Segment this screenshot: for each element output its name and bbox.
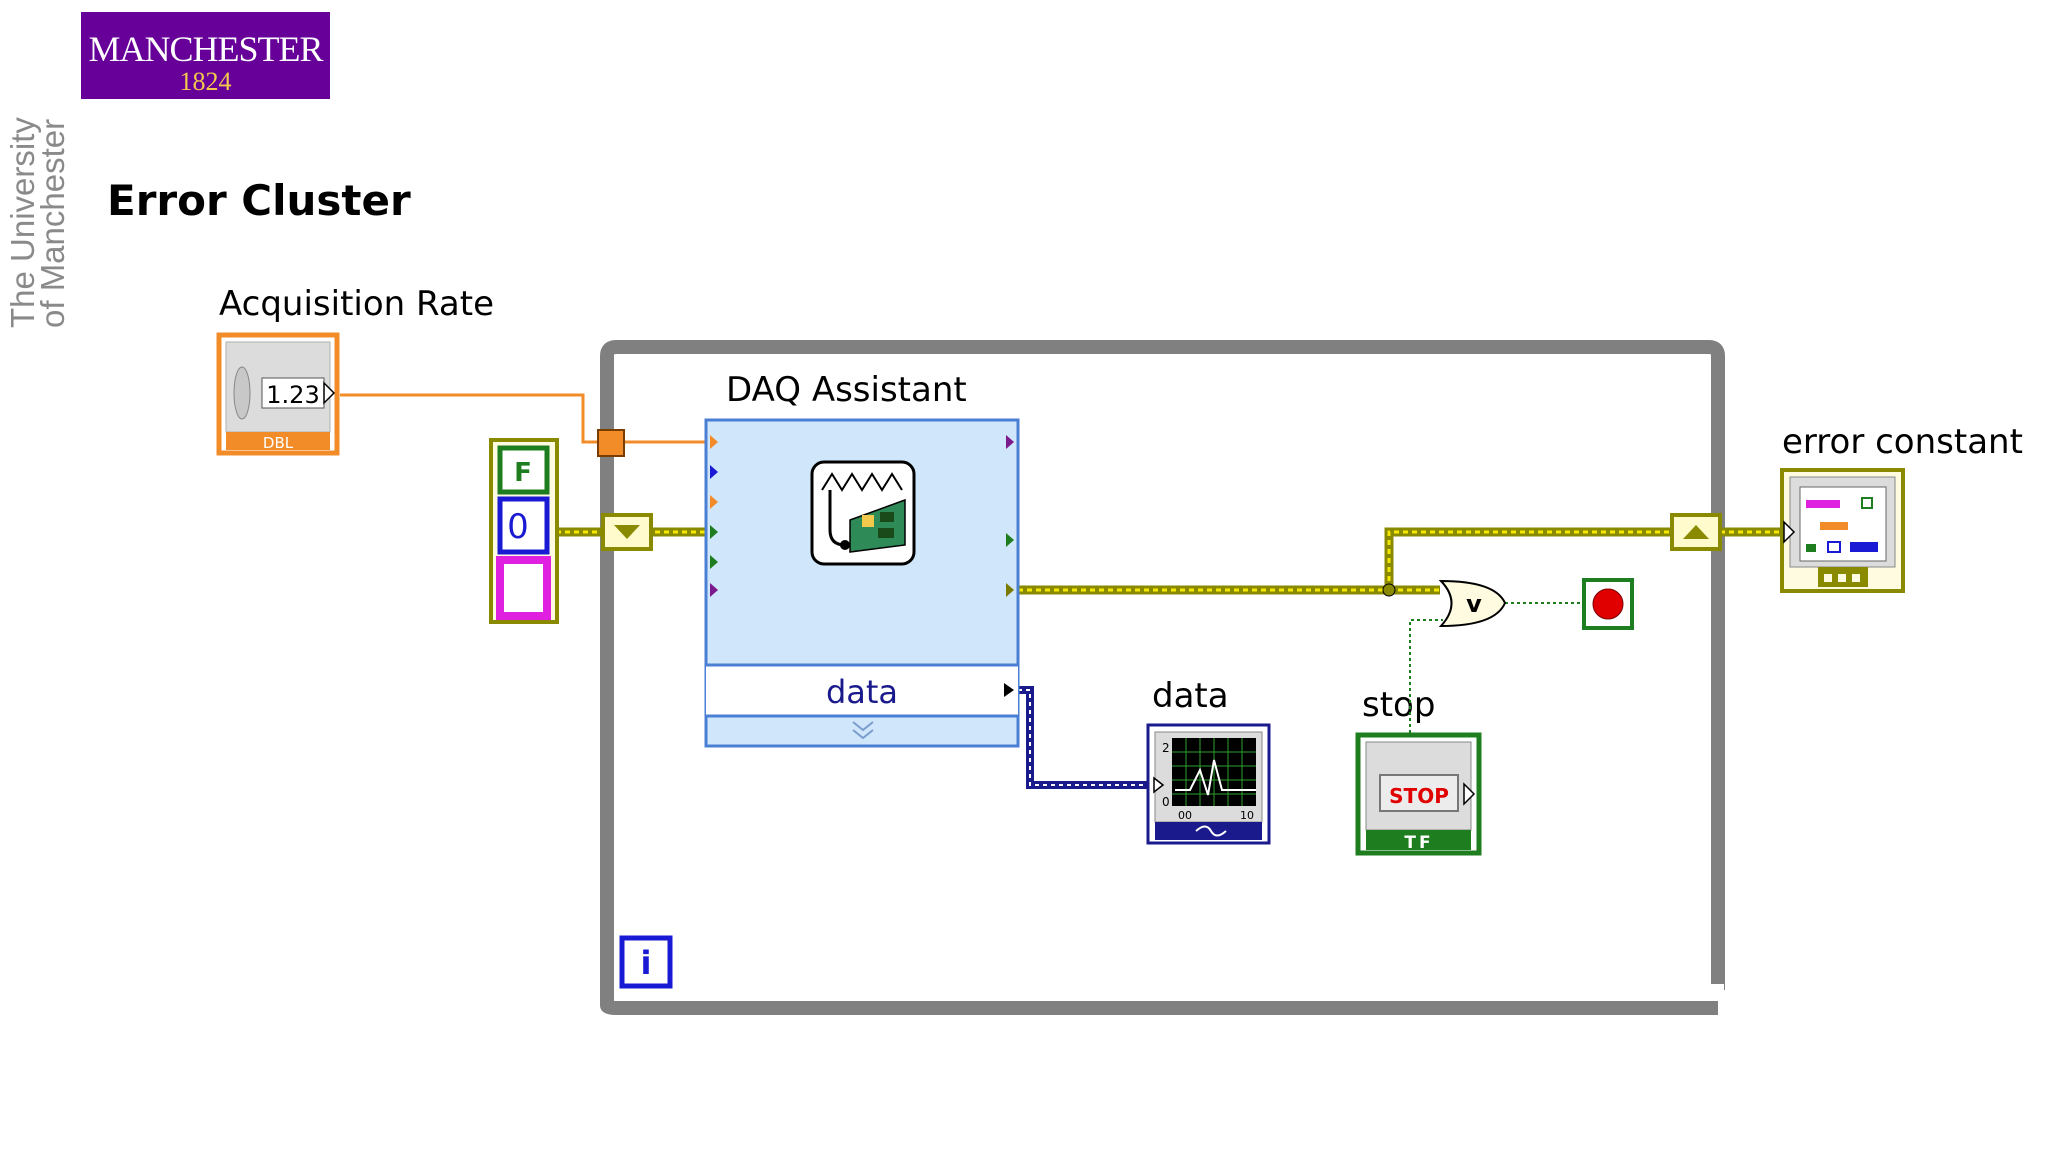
logo-year: 1824 — [179, 67, 232, 96]
error-constant-node[interactable] — [1780, 468, 1905, 593]
loop-iteration-terminal[interactable] — [619, 935, 673, 989]
waveform-graph-indicator[interactable] — [1146, 723, 1271, 845]
page-title: Error Cluster — [107, 176, 411, 225]
acquisition-rate-type-tag: DBL — [263, 434, 294, 452]
or-function[interactable] — [1438, 579, 1507, 628]
error-out-tunnel[interactable] — [1670, 513, 1722, 551]
graph-indicator-label: data — [1152, 676, 1229, 716]
stop-button-type-tag: TF — [1404, 833, 1433, 853]
loop-condition-terminal[interactable] — [1582, 578, 1634, 630]
acquisition-rate-label: Acquisition Rate — [219, 284, 494, 324]
error-in-tunnel[interactable] — [601, 513, 653, 551]
stop-button-control[interactable] — [1355, 732, 1482, 856]
graph-y-tick-bottom: 0 — [1162, 795, 1170, 809]
acquisition-rate-control[interactable] — [216, 332, 340, 456]
error-out-wire — [1018, 527, 1780, 597]
stop-button-label: stop — [1362, 685, 1436, 725]
logo-wordmark: MANCHESTER — [88, 29, 323, 69]
error-constant-label: error constant — [1782, 422, 2023, 462]
acquisition-rate-value: 1.23 — [266, 381, 319, 409]
error-status-value: F — [514, 458, 532, 488]
error-code-value: 0 — [507, 507, 529, 547]
iteration-symbol: i — [641, 944, 652, 982]
acquisition-rate-tunnel[interactable] — [597, 429, 625, 457]
while-loop — [600, 340, 1725, 1015]
or-symbol: v — [1466, 590, 1482, 618]
graph-x-tick-end: 10 — [1240, 809, 1254, 822]
data-wire — [1018, 686, 1150, 789]
graph-x-tick-start: 00 — [1178, 809, 1192, 822]
acquisition-rate-wire — [340, 393, 706, 444]
daq-output-data-label: data — [826, 673, 898, 711]
wires — [340, 393, 1780, 823]
stop-button-text: STOP — [1389, 784, 1449, 808]
graph-y-tick-top: 2 — [1162, 741, 1170, 755]
daq-assistant-node[interactable] — [704, 418, 1020, 748]
university-logo: MANCHESTER 1824 — [81, 12, 330, 99]
daq-assistant-label: DAQ Assistant — [726, 370, 967, 410]
daq-card-icon — [810, 460, 916, 566]
error-cluster-constant[interactable] — [489, 438, 559, 624]
